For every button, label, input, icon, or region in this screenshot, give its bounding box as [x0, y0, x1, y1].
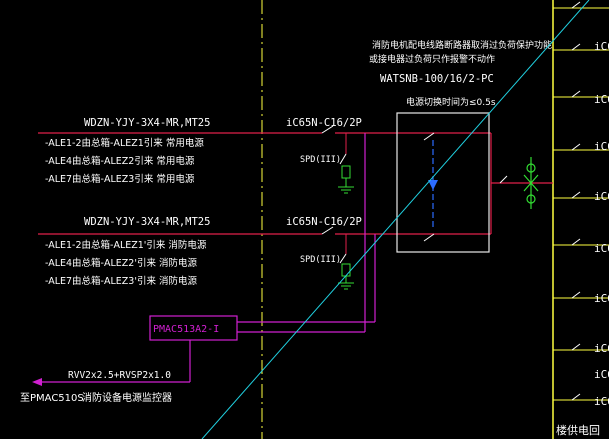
ats-interlock-arrow-icon [428, 180, 438, 190]
feeder2-source-2: -ALE4由总箱-ALEZ2'引来 消防电源 [45, 257, 197, 269]
spd2-label: SPD(III) [300, 255, 341, 265]
feeder1-breaker-switch [321, 125, 334, 134]
circuit-label: iC6 [594, 342, 609, 355]
note-line-2: 或接电器过负荷只作报警不动作 [369, 53, 495, 65]
monitor-cable-label: RVV2x2.5+RVSP2x1.0 [68, 370, 171, 381]
ats-model-label: WATSNB-100/16/2-PC [380, 73, 494, 85]
monitor-wiring [40, 133, 376, 383]
monitor-module-box [149, 315, 238, 341]
feeder2-source-3: -ALE7由总箱-ALEZ3'引来 消防电源 [45, 275, 197, 287]
spd1-body [341, 165, 351, 179]
circuit-label: iC6 [594, 292, 609, 305]
feeder1-source-1: -ALE1-2由总箱-ALEZ1引来 常用电源 [45, 137, 204, 149]
feeder1-source-2: -ALE4由总箱-ALEZ2引来 常用电源 [45, 155, 195, 167]
feeder2-breaker-label: iC65N-C16/2P [286, 216, 362, 228]
monitor-arrow-icon [32, 378, 42, 386]
feeder2-source-1: -ALE1-2由总箱-ALEZ1'引来 消防电源 [45, 239, 207, 251]
spd2-body [341, 263, 351, 277]
ats-switch-upper [423, 132, 435, 141]
feeder2-breaker-switch [321, 226, 334, 235]
bottom-right-label: 楼供电回 [556, 423, 600, 437]
spd2-ground-icon [338, 282, 354, 290]
circuit-label: iC6 [594, 190, 609, 203]
switch-time-label: 电源切换时间为≤0.5s [406, 96, 496, 108]
feeder2-cable-label: WDZN-YJY-3X4-MR,MT25 [84, 216, 210, 228]
circuit-label: iC6 [594, 93, 609, 106]
output-fuse-icon [523, 157, 539, 209]
circuit-label: iC6 [594, 40, 609, 53]
spd1-label: SPD(III) [300, 155, 341, 165]
monitor-dest-desc: 消防设备电源监控器 [82, 391, 172, 404]
ats-switch-lower [423, 233, 435, 242]
outgoing-circuit-labels: iC6 iC6 iC6 iC6 iC6 iC6 iC6 iC6 iC6 楼供电回 [556, 40, 609, 437]
feeder1-source-3: -ALE7由总箱-ALEZ3引来 常用电源 [45, 173, 195, 185]
feeder1-breaker-label: iC65N-C16/2P [286, 117, 362, 129]
spd1-switch [339, 153, 347, 165]
circuit-label: iC6 [594, 368, 609, 381]
diagonal-cross-line [201, 0, 590, 439]
spd1-ground-icon [338, 186, 354, 194]
ats-output-switch [499, 175, 508, 184]
monitor-module-label: PMAC513A2-I [153, 324, 219, 335]
spd2-switch [339, 253, 347, 264]
circuit-label: iC6 [594, 140, 609, 153]
outgoing-breakers [571, 1, 581, 401]
feeder1-cable-label: WDZN-YJY-3X4-MR,MT25 [84, 117, 210, 129]
monitor-dest-label: 至PMAC510S [20, 392, 84, 404]
ats-box [396, 112, 490, 253]
circuit-label: iC6 [594, 395, 609, 408]
note-line-1: 消防电机配电线路断路器取消过负荷保护功能 [372, 39, 552, 51]
circuit-label: iC6 [594, 242, 609, 255]
outgoing-circuits [553, 7, 609, 401]
